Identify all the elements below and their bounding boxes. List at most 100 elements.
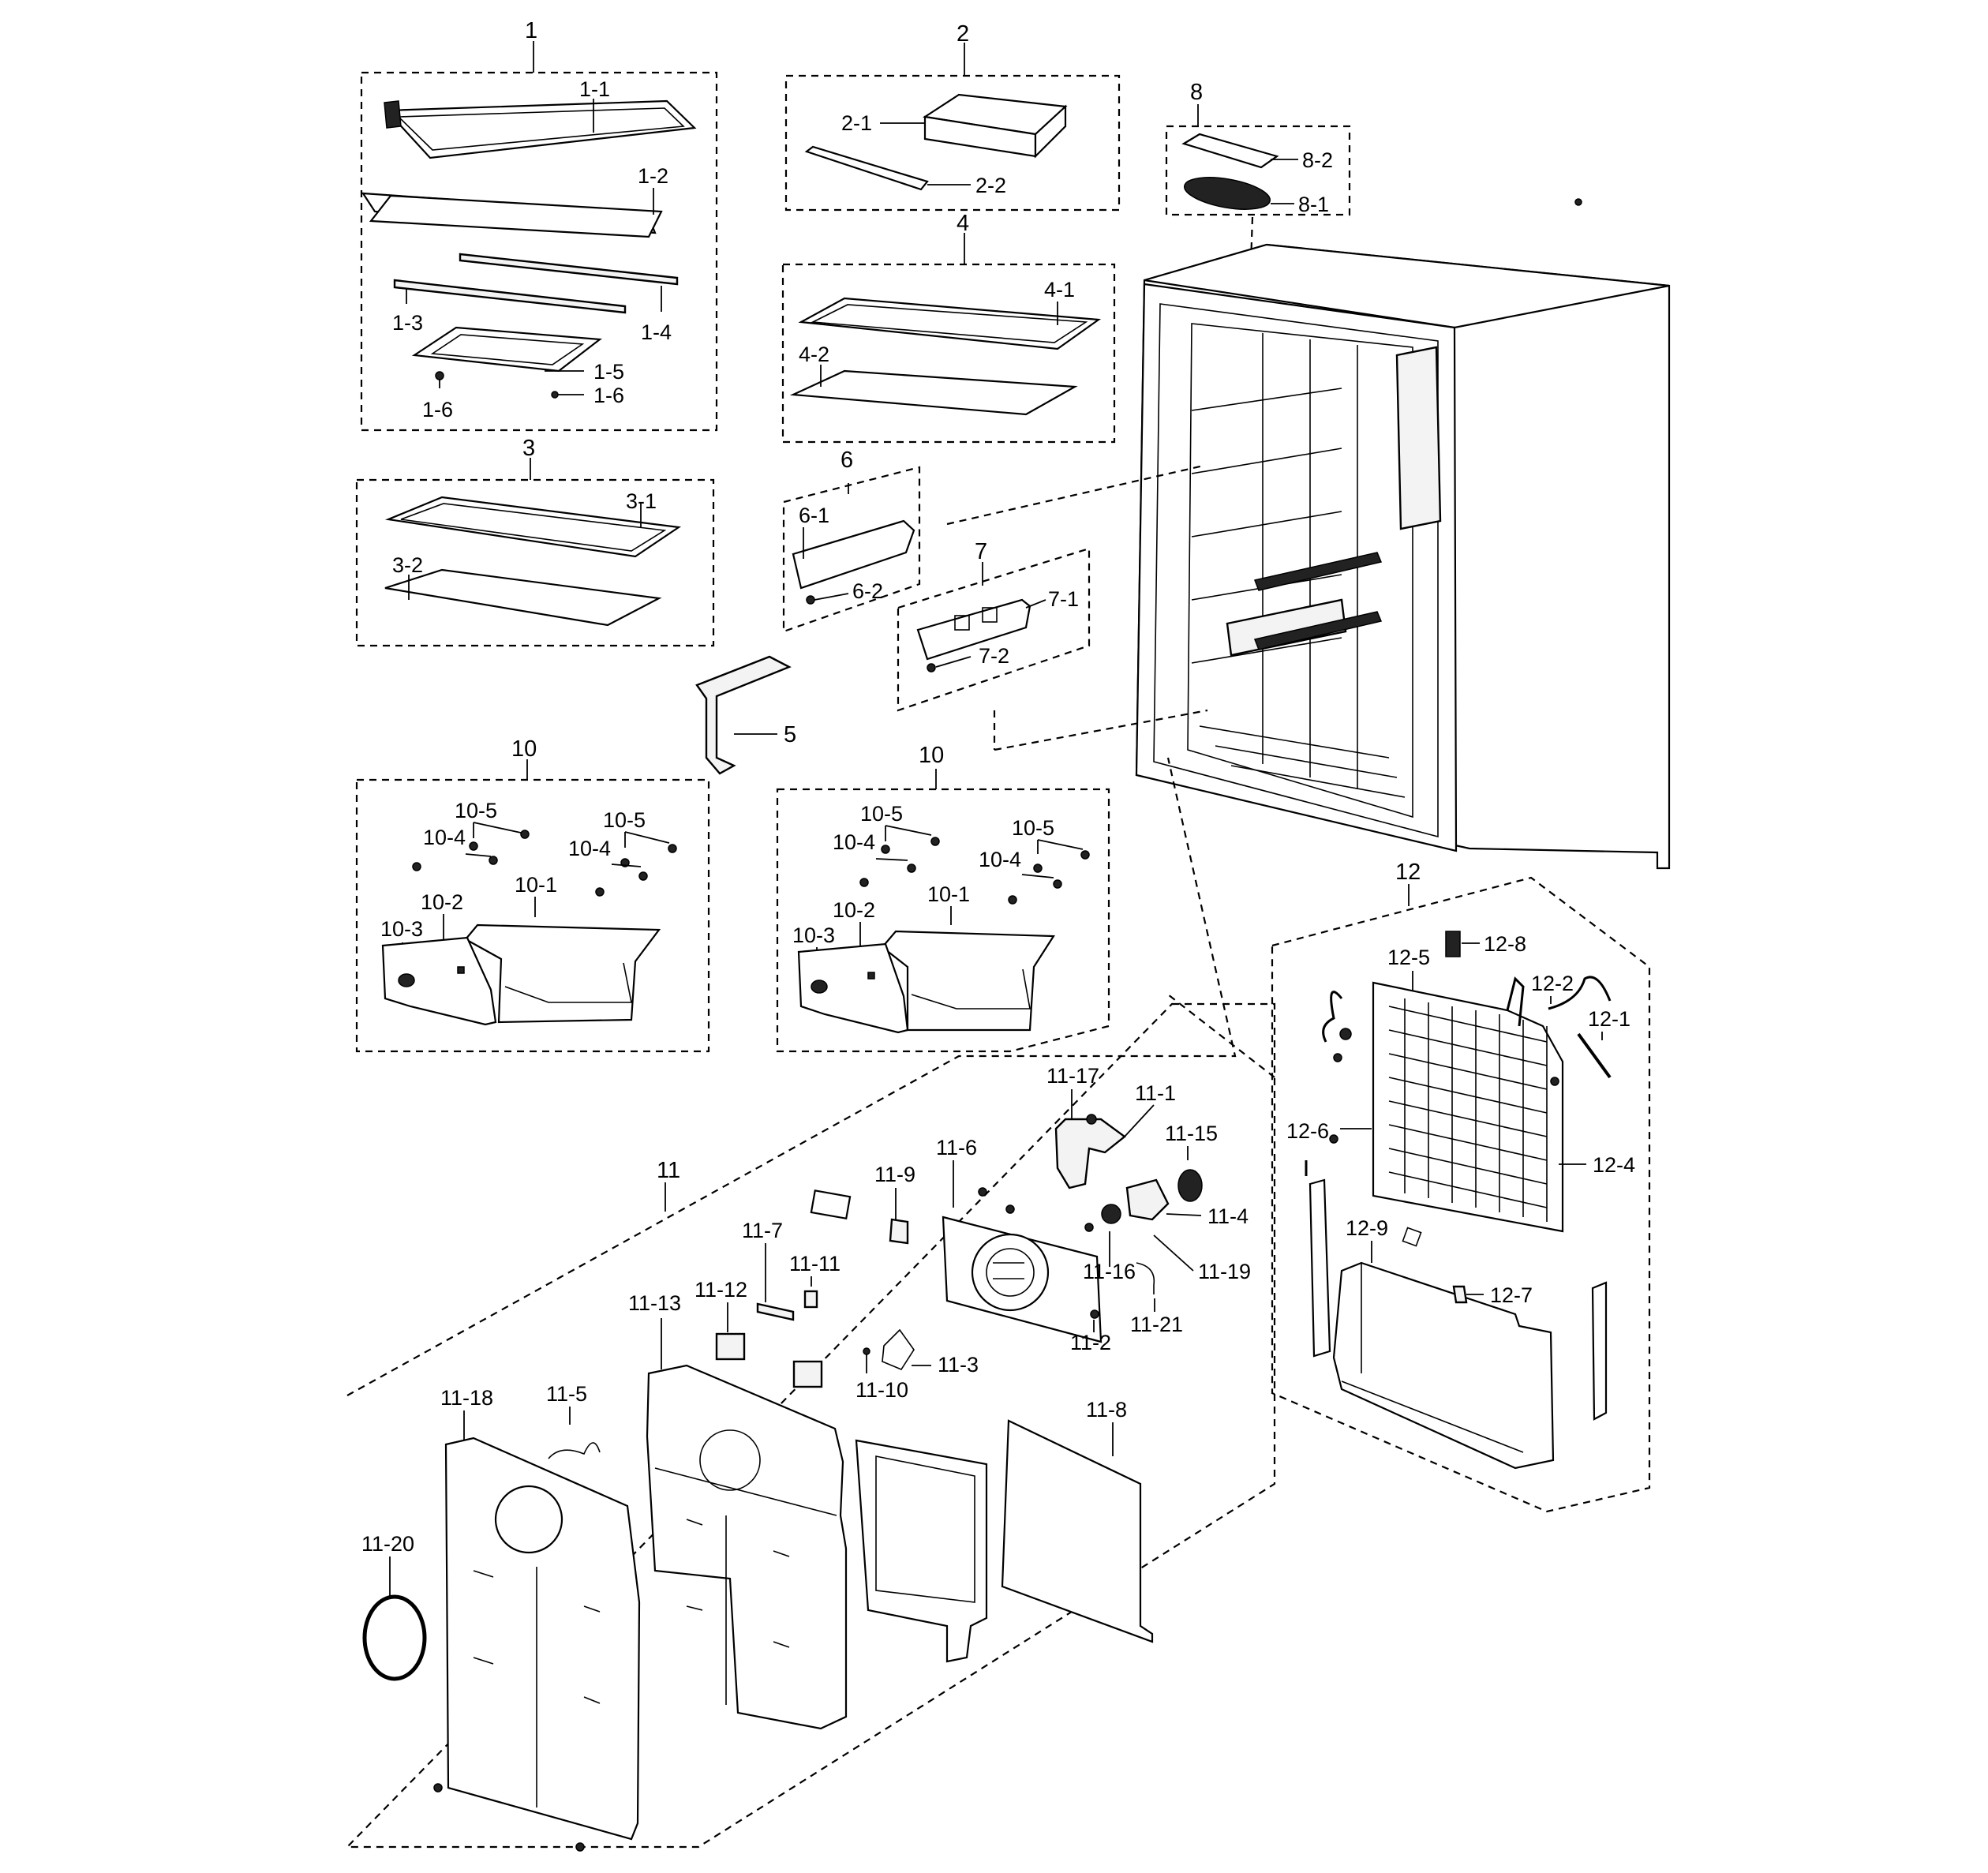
thermostat-wire [1322,991,1343,1043]
wire-harness [548,1442,601,1459]
group-number: 12 [1395,860,1421,885]
insulation-block [715,1332,746,1361]
group-10-vegetable-drawer-left: 10 10-5 10-4 10-5 10-4 10-2 10-1 10-3 [355,736,710,1053]
label-11-1: 11-1 [1135,1081,1176,1105]
label-2-1: 2-1 [841,111,872,135]
cover[interactable] [916,598,1031,661]
group-1-shelf-assembly: 1 1-1 1-2 1-3 1-4 1-5 1-6 1-6 [360,18,718,432]
lens[interactable] [1181,133,1279,169]
label-4-2: 4-2 [799,343,829,366]
label-10-4: 10-4 [979,848,1021,871]
group-number: 3 [522,436,535,461]
drawer-bin[interactable] [881,930,1055,1032]
label-11-13: 11-13 [628,1291,681,1315]
group-2-drawer-assembly: 2 2-1 2-2 [784,21,1121,212]
label-11-11: 11-11 [789,1252,841,1276]
shelf-glass[interactable] [384,568,662,627]
label-10-5: 10-5 [455,799,497,822]
heater-wire [1548,976,1612,1010]
shelf-glass[interactable] [789,369,1078,416]
group-number: 5 [784,722,796,747]
label-11-17: 11-17 [1046,1064,1099,1088]
label-10-3: 10-3 [792,923,835,947]
label-10-1: 10-1 [515,873,557,897]
shelf-rail-left[interactable] [393,279,627,314]
label-11-21: 11-21 [1130,1313,1183,1336]
lamp-cover[interactable] [1182,172,1273,215]
group-number: 7 [975,539,987,564]
label-11-10: 11-10 [855,1378,908,1402]
shelf-slide-bracket[interactable] [411,326,602,373]
thermistor-clip[interactable] [889,1218,909,1245]
label-11-2: 11-2 [1070,1331,1111,1354]
drawer-bin[interactable] [464,923,661,1024]
drawer-front-cover[interactable] [797,942,909,1034]
label-sticker [810,1189,852,1220]
group-7-cover-assembly: 7 7-1 7-2 [897,539,1091,712]
side-bracket[interactable] [1591,1281,1608,1421]
label-12-9: 12-9 [1346,1216,1388,1240]
label-7-2: 7-2 [979,644,1009,668]
label-3-2: 3-2 [392,553,423,577]
o-ring[interactable] [362,1594,427,1681]
cover[interactable] [792,519,915,590]
label-11-15: 11-15 [1165,1122,1218,1145]
label-1-6: 1-6 [422,398,453,421]
group-3-shelf-assembly: 3 3-1 3-2 [355,436,715,647]
group-number: 2 [957,21,969,47]
label-8-1: 8-1 [1298,193,1329,216]
drawer-front-cover[interactable] [381,936,497,1026]
label-6-2: 6-2 [852,579,883,603]
label-10-5: 10-5 [1012,816,1054,840]
label-12-7: 12-7 [1490,1283,1533,1307]
label-7-1: 7-1 [1048,587,1079,611]
label-11-3: 11-3 [938,1353,979,1377]
shelf-frame[interactable] [384,496,682,558]
label-11-4: 11-4 [1207,1204,1249,1228]
wire-harness [1136,1262,1155,1294]
grommet[interactable] [1177,1169,1203,1202]
group-8-light-cover: 8 8-2 8-1 [1165,80,1351,380]
label-3-1: 3-1 [626,489,657,513]
sensor-rod[interactable] [1577,1032,1612,1079]
fan-blade[interactable] [882,1328,915,1370]
insulation-panel[interactable] [1001,1419,1154,1643]
label-12-4: 12-4 [1593,1153,1635,1177]
group-number: 10 [511,736,537,762]
evaporator-cover-front[interactable] [444,1437,641,1841]
label-10-4: 10-4 [833,830,875,854]
evaporator-cover-rear[interactable] [646,1364,848,1730]
defrost-drain-tray[interactable] [1332,1261,1555,1470]
label-8-2: 8-2 [1302,148,1333,172]
motor-bracket[interactable] [1054,1118,1126,1189]
group-10-vegetable-drawer-right: 10 10-5 10-4 10-5 10-4 10-2 10-1 10-3 [776,743,1110,1053]
label-2-2: 2-2 [975,174,1006,197]
label-10-5: 10-5 [603,808,646,832]
fan-motor[interactable] [1125,1178,1170,1221]
label-10-2: 10-2 [421,890,463,914]
label-12-6: 12-6 [1286,1119,1329,1143]
label-12-5: 12-5 [1387,946,1430,969]
shelf-rail-right[interactable] [459,253,679,286]
label-12-8: 12-8 [1484,932,1526,956]
label-11-6: 11-6 [936,1136,977,1159]
label-6-1: 6-1 [799,504,829,527]
label-4-1: 4-1 [1044,278,1075,302]
label-11-8: 11-8 [1086,1398,1127,1422]
drawer-front[interactable] [804,145,929,191]
label-10-3: 10-3 [380,917,423,941]
group-6-cover-assembly: 6 6-1 6-2 [782,448,921,633]
label-1-2: 1-2 [638,164,668,188]
side-bracket[interactable] [1308,1178,1331,1358]
duct-plate[interactable] [855,1439,988,1663]
group-12-evaporator-assembly: 12 12-8 12-5 12-2 12-1 12-4 12-6 12-9 [1271,860,1651,1513]
evaporator[interactable] [1372,981,1564,1233]
label-11-9: 11-9 [874,1163,915,1186]
group-5-bracket: 5 [695,655,796,775]
shelf-frame[interactable] [798,297,1102,350]
label-1-3: 1-3 [392,311,423,335]
group-number: 1 [525,18,537,43]
bracket-part[interactable] [695,655,792,775]
label-11-5: 11-5 [546,1382,587,1406]
